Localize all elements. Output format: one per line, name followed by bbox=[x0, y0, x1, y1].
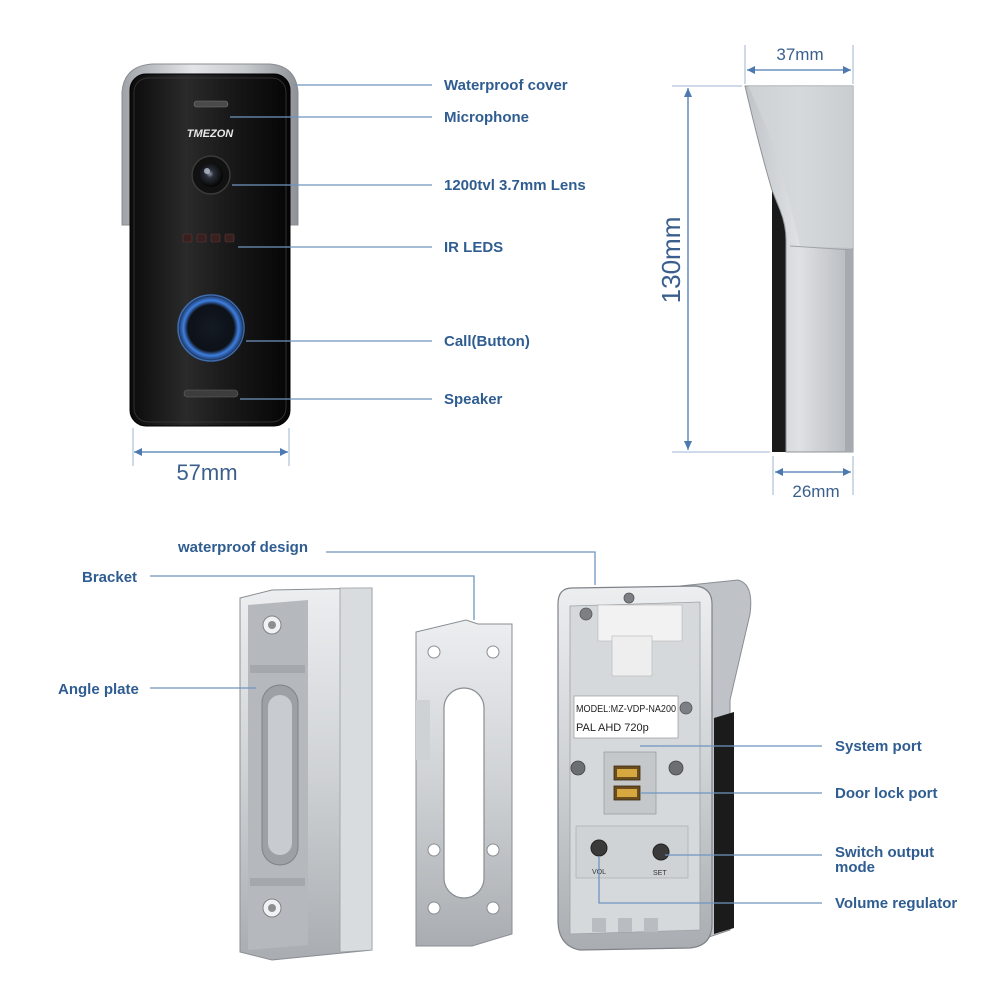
lens-icon bbox=[199, 163, 223, 187]
side-front-face bbox=[772, 150, 786, 452]
side-view: 130mm 37mm 26mm bbox=[656, 45, 854, 501]
label-waterproof-cover: Waterproof cover bbox=[444, 77, 568, 94]
width-dimension-label: 57mm bbox=[176, 460, 237, 485]
bracket bbox=[415, 619, 513, 947]
set-mark: SET bbox=[653, 870, 667, 877]
bottom-depth-label: 26mm bbox=[792, 482, 839, 501]
label-switch-output-mode-1: Switch output bbox=[835, 844, 934, 861]
label-waterproof-design: waterproof design bbox=[177, 539, 308, 556]
microphone-slot bbox=[193, 100, 229, 108]
rear-housing: MODEL:MZ-VDP-NA200 PAL AHD 720p VOL SET bbox=[557, 579, 752, 951]
label-bracket: Bracket bbox=[82, 569, 137, 586]
label-system-port: System port bbox=[835, 738, 922, 755]
label-lens: 1200tvl 3.7mm Lens bbox=[444, 177, 586, 194]
label-switch-output-mode-2: mode bbox=[835, 859, 875, 876]
label-angle-plate: Angle plate bbox=[58, 681, 139, 698]
label-volume-regulator: Volume regulator bbox=[835, 895, 957, 912]
model-strip bbox=[573, 695, 679, 739]
angle-plate bbox=[239, 587, 373, 961]
label-call-button: Call(Button) bbox=[444, 333, 530, 350]
model-text: MODEL:MZ-VDP-NA200 bbox=[576, 704, 676, 715]
front-panel bbox=[129, 73, 291, 427]
rear-info-label bbox=[597, 604, 683, 642]
parts-view: MODEL:MZ-VDP-NA200 PAL AHD 720p VOL SET bbox=[58, 539, 957, 961]
volume-regulator-knob bbox=[590, 839, 608, 857]
speaker-slot bbox=[183, 389, 239, 398]
brand-logo: TMEZON bbox=[187, 128, 234, 140]
label-door-lock-port: Door lock port bbox=[835, 785, 938, 802]
call-button-icon bbox=[179, 296, 243, 360]
switch-mode-knob bbox=[652, 843, 670, 861]
top-depth-label: 37mm bbox=[776, 45, 823, 64]
label-ir-leds: IR LEDS bbox=[444, 239, 503, 256]
format-text: PAL AHD 720p bbox=[576, 722, 649, 734]
front-view: TMEZON 57mm Waterproof cover Mic bbox=[121, 63, 586, 485]
ir-led-array bbox=[182, 233, 235, 243]
label-speaker: Speaker bbox=[444, 391, 503, 408]
label-microphone: Microphone bbox=[444, 109, 529, 126]
height-dimension-label: 130mm bbox=[656, 217, 686, 304]
